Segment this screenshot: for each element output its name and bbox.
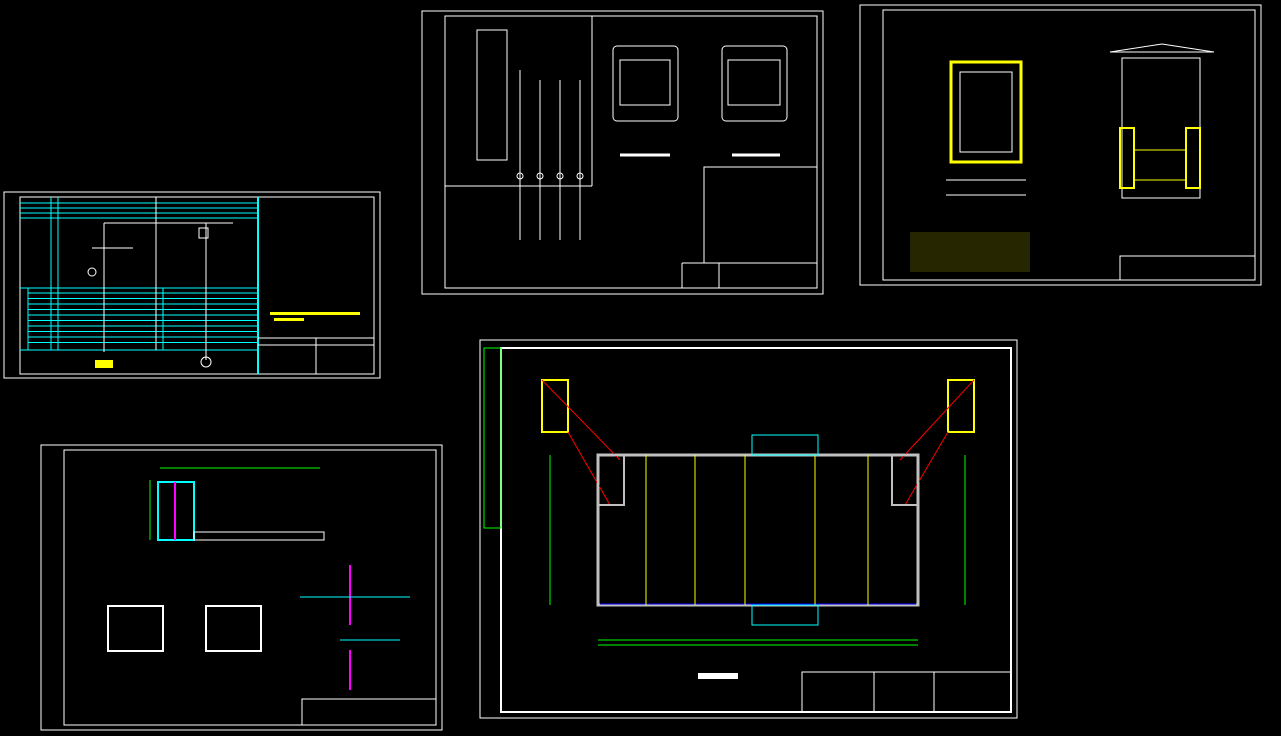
sheet-distribution-cabinet[interactable]	[421, 10, 824, 295]
sheet-room-plan-and-schedules[interactable]	[40, 444, 443, 731]
sheet-floor-plan[interactable]	[479, 339, 1018, 719]
sheet-box-section-details[interactable]	[859, 4, 1262, 286]
sheet-single-line-diagram[interactable]	[3, 191, 381, 379]
